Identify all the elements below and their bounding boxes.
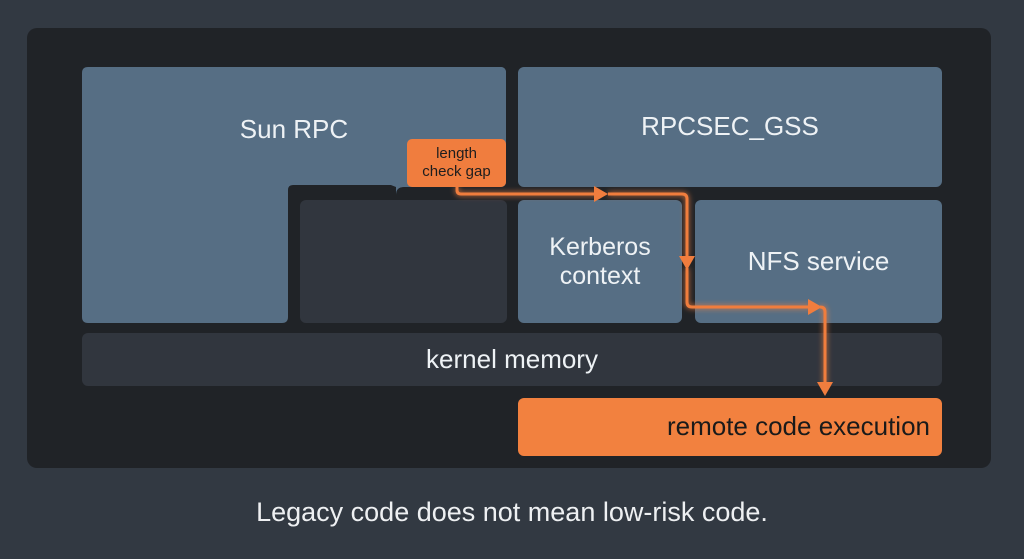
- sun-rpc-block: Sun RPC: [82, 67, 506, 323]
- kerberos-label-line2: context: [559, 261, 641, 290]
- kerberos-label-line1: Kerberos: [549, 232, 651, 261]
- caption: Legacy code does not mean low-risk code.: [256, 497, 768, 527]
- rpcsec-gss-block: RPCSEC_GSS: [518, 67, 942, 187]
- sun-rpc-shape: [82, 67, 506, 323]
- kernel-memory-label: kernel memory: [426, 343, 598, 374]
- sun-rpc-label: Sun RPC: [239, 114, 349, 144]
- length-check-gap-badge: length check gap: [407, 139, 506, 187]
- kerberos-context-block: Kerberos context: [518, 200, 682, 323]
- gap-badge-line2: check gap: [422, 163, 491, 180]
- rce-label: remote code execution: [666, 411, 930, 442]
- rpcsec-gss-label: RPCSEC_GSS: [641, 111, 819, 142]
- kernel-memory-block: kernel memory: [82, 333, 942, 386]
- remote-code-execution-block: remote code execution: [518, 398, 942, 456]
- nfs-service-block: NFS service: [695, 200, 942, 323]
- nfs-service-label: NFS service: [747, 245, 890, 276]
- gap-badge-line1: length: [436, 145, 477, 162]
- unallocated-region: [300, 200, 507, 323]
